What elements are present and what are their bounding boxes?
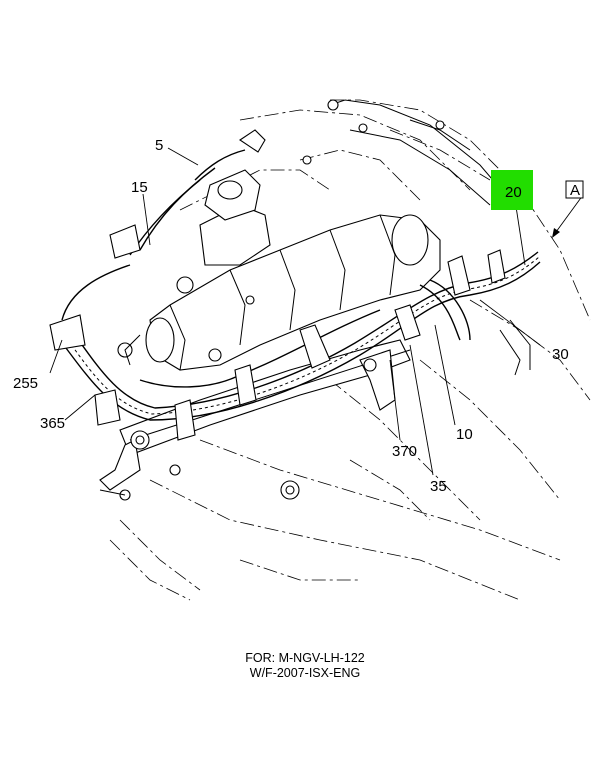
engine-outline	[109, 99, 591, 601]
leader-lines	[49, 147, 584, 476]
mounting-bracket	[99, 339, 411, 501]
view-label: A	[570, 182, 580, 199]
callout-370[interactable]: 370	[392, 443, 417, 460]
callout-20[interactable]: 20	[505, 184, 522, 201]
callout-365[interactable]: 365	[40, 415, 65, 432]
cable-harness	[59, 129, 541, 421]
caption-line-2: W/F-2007-ISX-ENG	[249, 666, 361, 680]
callout-30[interactable]: 30	[552, 346, 569, 363]
clamps	[49, 224, 506, 441]
callout-10[interactable]: 10	[456, 426, 473, 443]
view-label-box	[565, 180, 584, 199]
callout-255[interactable]: 255	[13, 375, 38, 392]
callout-15[interactable]: 15	[131, 179, 148, 196]
highlighted-part-box[interactable]	[491, 170, 533, 210]
starter-motor	[117, 169, 441, 371]
callout-5[interactable]: 5	[155, 137, 163, 154]
callout-35[interactable]: 35	[430, 478, 447, 495]
caption-line-1: FOR: M-NGV-LH-122	[245, 651, 365, 665]
bellhousing	[280, 99, 531, 500]
